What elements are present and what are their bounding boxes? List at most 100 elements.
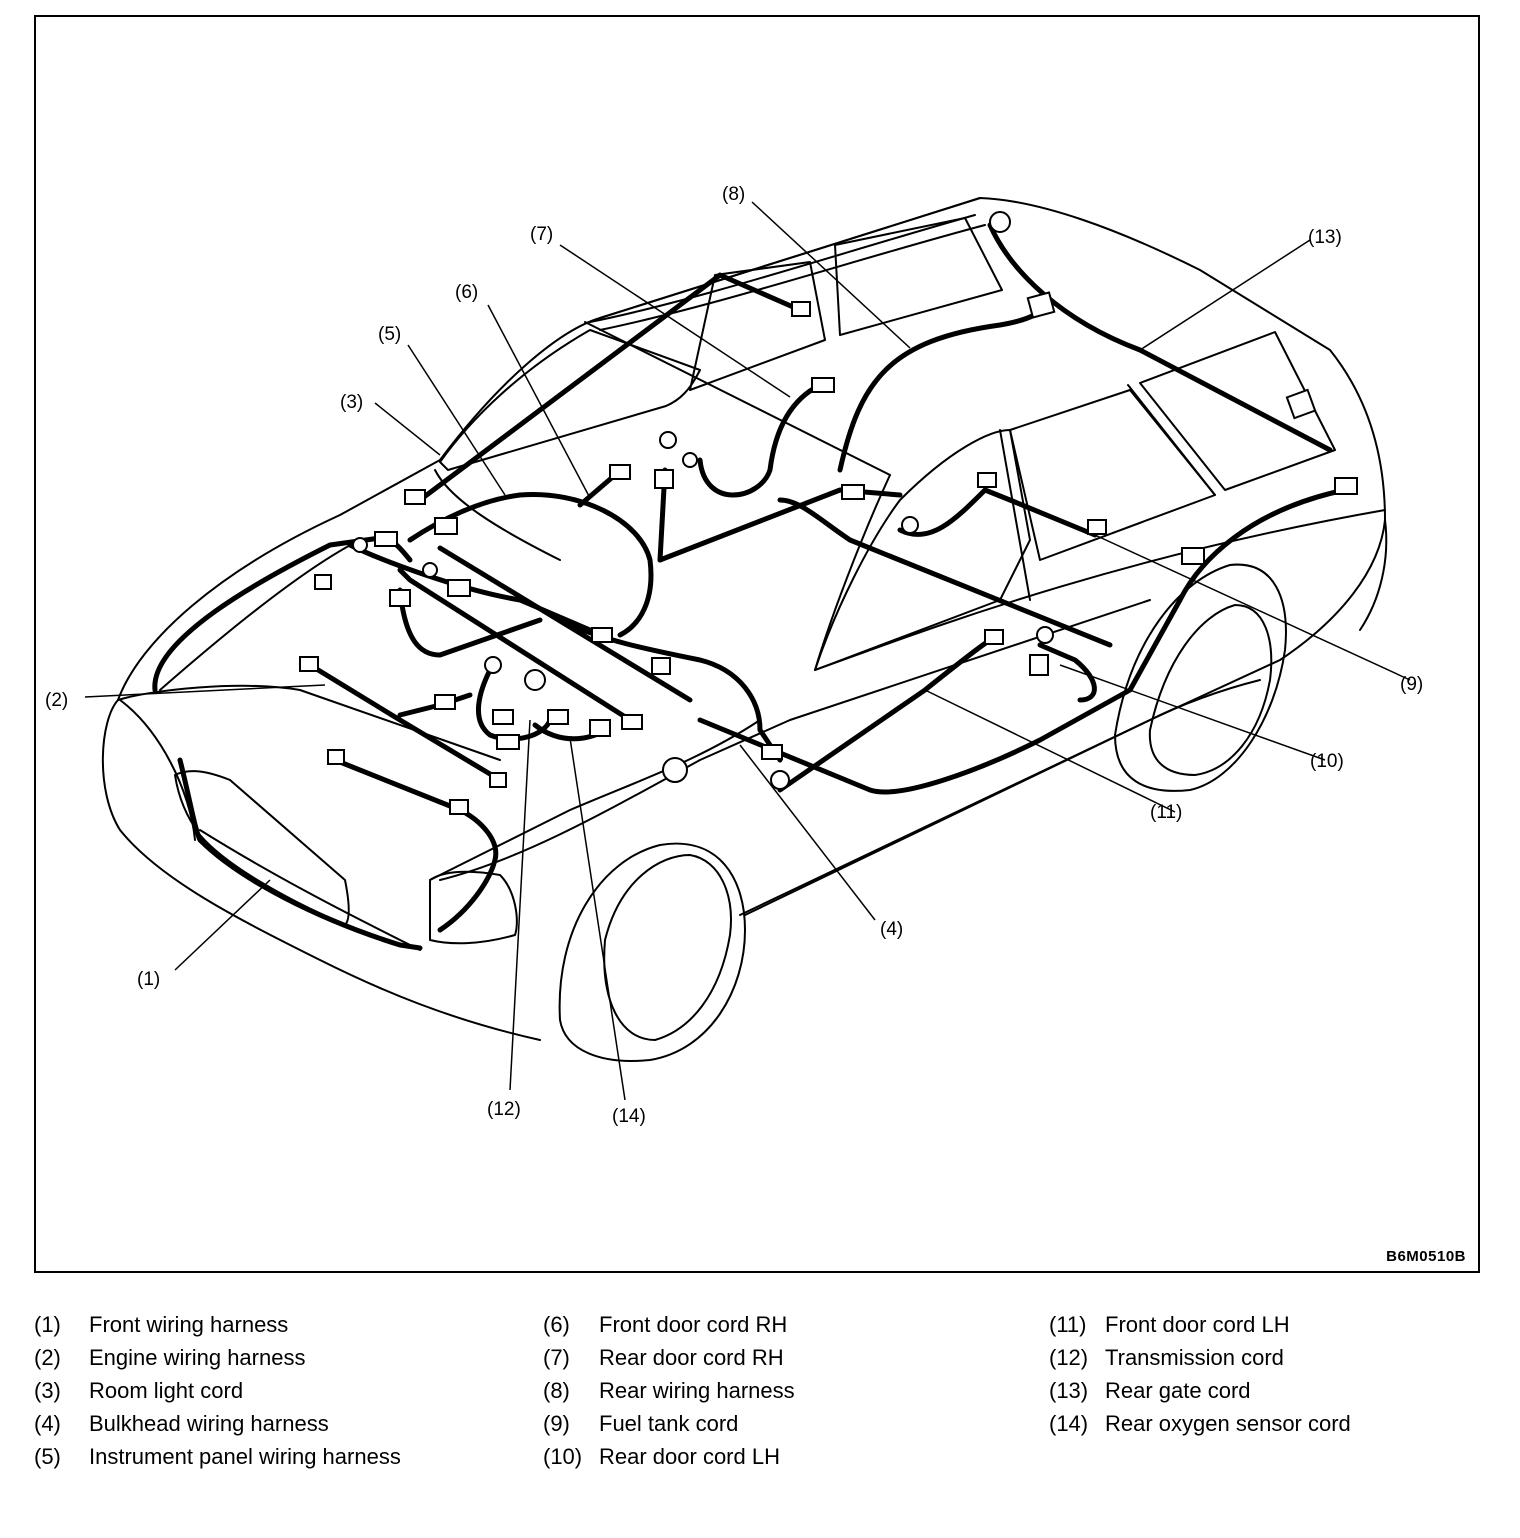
- legend-label: Rear oxygen sensor cord: [1105, 1411, 1351, 1436]
- harness-fuel: [897, 487, 1098, 538]
- grommet: [659, 431, 677, 449]
- connector: [591, 627, 613, 643]
- legend-number: (7): [543, 1345, 570, 1370]
- callout-2: (2): [45, 690, 68, 711]
- legend-label: Front door cord LH: [1105, 1312, 1290, 1337]
- connector: [984, 629, 1004, 645]
- connector: [791, 301, 811, 317]
- connector: [841, 484, 865, 500]
- connector: [651, 657, 671, 675]
- harness-room-light: [417, 272, 803, 503]
- legend-number: (8): [543, 1378, 570, 1403]
- grommet: [770, 770, 790, 790]
- callout-1: (1): [137, 969, 160, 990]
- connector: [299, 656, 319, 672]
- legend-number: (10): [543, 1444, 583, 1469]
- connector: [327, 749, 345, 765]
- legend-item: (12)Transmission cord: [1049, 1345, 1351, 1378]
- legend-item: (7) Rear door cord RH: [543, 1345, 795, 1378]
- legend-item: (1) Front wiring harness: [34, 1312, 401, 1345]
- connector: [374, 531, 398, 547]
- callout-3: (3): [340, 392, 363, 413]
- legend-label: Rear gate cord: [1105, 1378, 1251, 1403]
- grommet: [422, 562, 438, 578]
- grommet: [1036, 626, 1054, 644]
- legend-label: Front door cord RH: [599, 1312, 788, 1337]
- harness-door-lf: [777, 637, 993, 793]
- connector: [492, 709, 514, 725]
- car-wiring-diagram: (1) (2) (3) (4) (5) (6) (7) (8) (9) (10)…: [45, 184, 1423, 1127]
- callout-10: (10): [1310, 751, 1344, 772]
- harness-door-rr: [697, 382, 823, 498]
- legend-item: (6)Front door cord RH: [543, 1312, 795, 1345]
- legend-column: (6)Front door cord RH (7) Rear door cord …: [543, 1312, 795, 1477]
- legend-label: Rear door cord RH: [599, 1345, 784, 1370]
- legend-label: Bulkhead wiring harness: [89, 1411, 329, 1436]
- legend-number: (11): [1049, 1312, 1087, 1337]
- connectors: [299, 211, 1358, 815]
- connector: [761, 744, 783, 760]
- legend-number: (13): [1049, 1378, 1089, 1403]
- legend-number: (14): [1049, 1411, 1089, 1436]
- leader-lines: [84, 201, 1411, 1101]
- legend-label: Front wiring harness: [89, 1312, 289, 1337]
- connector: [489, 772, 507, 788]
- legend-item: (2)Engine wiring harness: [34, 1345, 401, 1378]
- grommet: [682, 452, 698, 468]
- connector: [547, 709, 569, 725]
- legend-label: Fuel tank cord: [599, 1411, 739, 1436]
- callout-6: (6): [455, 282, 478, 303]
- callout-8: (8): [722, 184, 745, 205]
- harness-front: [152, 535, 413, 693]
- legend-label: Rear door cord LH: [599, 1444, 780, 1469]
- legend-column: (11) Front door cord LH (12)Transmission …: [1049, 1312, 1351, 1444]
- connector: [1181, 547, 1205, 565]
- callout-7: (7): [530, 224, 553, 245]
- legend-number: (1): [34, 1312, 61, 1337]
- connector: [447, 579, 471, 597]
- car-body-outline: [101, 197, 1388, 1062]
- figure-frame: B6M0510B: [34, 15, 1480, 1273]
- connector: [389, 589, 411, 607]
- grommet: [662, 757, 688, 783]
- legend-number: (4): [34, 1411, 61, 1436]
- connector: [1026, 291, 1056, 319]
- connector: [496, 734, 520, 750]
- harness-engine2: [332, 757, 499, 933]
- legend-label: Room light cord: [89, 1378, 244, 1403]
- harness-transmission: [475, 667, 553, 742]
- connector: [1285, 388, 1317, 420]
- legend-label: Rear wiring harness: [599, 1378, 795, 1403]
- connector: [1087, 519, 1107, 535]
- legend-item: (8) Rear wiring harness: [543, 1378, 795, 1411]
- legend-number: (9): [543, 1411, 570, 1436]
- connector: [1029, 654, 1049, 676]
- connector: [621, 714, 643, 730]
- harness-engine: [307, 662, 503, 783]
- connector: [654, 469, 674, 489]
- connector: [434, 517, 458, 535]
- legend-number: (2): [34, 1345, 61, 1370]
- harness-ip: [407, 491, 654, 638]
- legend-item: (9) Fuel tank cord: [543, 1411, 795, 1444]
- legend-label: Instrument panel wiring harness: [89, 1444, 401, 1469]
- legend-item: (4) Bulkhead wiring harness: [34, 1411, 401, 1444]
- grommet: [524, 669, 546, 691]
- legend-item: (10) Rear door cord LH: [543, 1444, 795, 1477]
- legend-item: (13) Rear gate cord: [1049, 1378, 1351, 1411]
- legend-number: (3): [34, 1378, 61, 1403]
- legend-item: (3) Room light cord: [34, 1378, 401, 1411]
- grommet: [484, 656, 502, 674]
- connector: [1334, 477, 1358, 495]
- connector: [314, 574, 332, 590]
- connector: [449, 799, 469, 815]
- legend-number: (5): [34, 1444, 61, 1469]
- callout-13: (13): [1308, 227, 1342, 248]
- figure-code: B6M0510B: [1386, 1248, 1466, 1265]
- harness-rear: [777, 497, 1113, 648]
- legend-item: (5) Instrument panel wiring harness: [34, 1444, 401, 1477]
- callout-12: (12): [487, 1099, 521, 1120]
- connector: [977, 472, 997, 488]
- grommet: [352, 537, 368, 553]
- connector: [609, 464, 631, 480]
